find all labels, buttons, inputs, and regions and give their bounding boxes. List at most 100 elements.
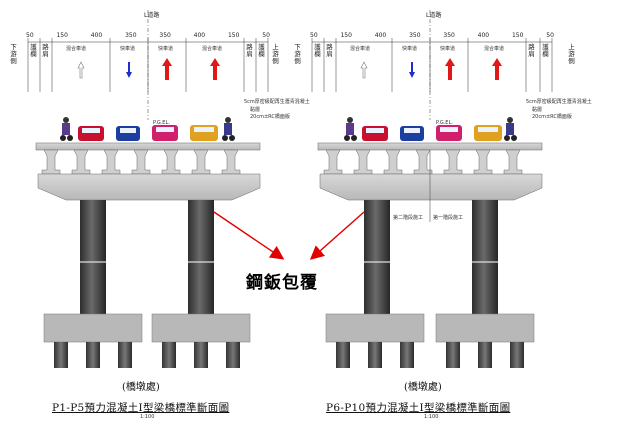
dimension-ticks xyxy=(311,38,553,92)
stage-2-label: 第二階段施工 xyxy=(393,215,424,221)
left-side-right: 上游側 xyxy=(272,43,279,65)
lane-label: 快車道 xyxy=(120,46,136,52)
pgel-label: P.G.EL. xyxy=(436,120,453,126)
pier-column-left xyxy=(80,200,106,314)
motorcyclist-right xyxy=(504,117,517,141)
dimension-ticks xyxy=(27,38,269,92)
dim: 400 xyxy=(193,32,206,39)
lane-label: 混合車道 xyxy=(202,46,223,52)
pier-column-left xyxy=(364,200,390,314)
pave-note-1: 5cm厚密級配再生瀝青混凝土 xyxy=(526,99,592,105)
left-dimensions: 50 150 400 350 350 400 150 50 xyxy=(26,32,270,39)
scale-label: 1:100 xyxy=(424,414,439,420)
pier-column-right xyxy=(188,200,214,314)
lane-label: 路肩 xyxy=(528,43,535,58)
dim: 350 xyxy=(409,32,421,39)
callout-steel-plate-jacket: 鋼鈑包覆 xyxy=(246,273,318,293)
lane-label: 護欄 xyxy=(542,43,549,58)
dim: 400 xyxy=(374,32,387,39)
piles xyxy=(336,342,524,368)
footing-right xyxy=(435,313,535,343)
lane-label: 快車道 xyxy=(440,46,456,52)
deck-slab xyxy=(35,142,261,151)
motorcyclist-left xyxy=(60,117,73,141)
pier-cap xyxy=(319,173,543,201)
pier-column-right xyxy=(472,200,498,314)
left-bridge xyxy=(27,10,269,368)
footing-left xyxy=(43,313,143,343)
dim: 50 xyxy=(262,32,270,39)
deck-slab xyxy=(317,142,543,151)
dim: 150 xyxy=(511,32,524,39)
vehicle-orange-car xyxy=(190,125,218,141)
lane-label: 護欄 xyxy=(30,43,37,58)
pier-label: (橋墩處) xyxy=(404,382,442,393)
pier-cap xyxy=(37,173,261,201)
girders xyxy=(41,149,241,175)
vehicle-red-car xyxy=(78,126,104,141)
vehicle-pink-car xyxy=(152,125,178,141)
lane-arrow-outline-1 xyxy=(360,61,368,79)
dim: 350 xyxy=(125,32,137,39)
right-side-left: 下游側 xyxy=(294,43,301,65)
left-side-left: 下游側 xyxy=(10,43,17,65)
dim: 350 xyxy=(443,32,455,39)
footing-right xyxy=(151,313,251,343)
lane-label: 混合車道 xyxy=(350,46,371,52)
footing-left xyxy=(325,313,425,343)
dim: 150 xyxy=(227,32,240,39)
motorcyclist-right xyxy=(222,117,235,141)
lane-arrow-red-2 xyxy=(492,58,502,80)
pave-note-1: 5cm厚密級配再生瀝青混凝土 xyxy=(244,99,310,105)
callout-arrow-left xyxy=(213,211,285,260)
lane-arrow-blue xyxy=(126,62,132,78)
girders xyxy=(323,149,523,175)
vehicle-pink-car xyxy=(436,125,462,141)
pave-note-3: 20cm±RC橋面版 xyxy=(250,114,290,120)
right-road-label: L道路 xyxy=(426,12,442,19)
lane-label: 混合車道 xyxy=(484,46,505,52)
right-bridge xyxy=(311,10,553,368)
lane-label: 快車道 xyxy=(402,46,418,52)
lane-arrow-red-2 xyxy=(210,58,220,80)
lane-label: 護欄 xyxy=(314,43,321,58)
vehicle-orange-car xyxy=(474,125,502,141)
pier-label: (橋墩處) xyxy=(122,382,160,393)
lane-label: 護欄 xyxy=(258,43,265,58)
dim: 50 xyxy=(26,32,34,39)
lane-arrow-red-1 xyxy=(162,58,172,80)
callout-arrow-right xyxy=(309,211,365,260)
lane-label: 路肩 xyxy=(246,43,253,58)
lane-label: 路肩 xyxy=(42,43,49,58)
right-side-right: 上游側 xyxy=(568,43,575,65)
dim: 50 xyxy=(310,32,318,39)
pgel-label: P.G.EL. xyxy=(153,120,170,126)
lane-arrow-blue xyxy=(409,62,415,78)
lane-label: 路肩 xyxy=(326,43,333,58)
dim: 50 xyxy=(546,32,554,39)
scale-label: 1:100 xyxy=(140,414,155,420)
lane-label: 混合車道 xyxy=(66,46,87,52)
lane-label: 快車道 xyxy=(158,46,174,52)
dim: 150 xyxy=(340,32,352,39)
dim: 350 xyxy=(159,32,171,39)
drawing-title: P1-P5預力混凝土I型梁橋標準斷面圖 xyxy=(52,402,230,414)
lane-arrow-outline-1 xyxy=(77,61,85,79)
vehicle-blue-car xyxy=(400,126,424,141)
stage-1-label: 第一階段施工 xyxy=(433,215,464,221)
lane-arrow-red-1 xyxy=(445,58,455,80)
right-dimensions: 50 150 400 350 350 400 150 50 xyxy=(310,32,554,39)
pave-note-2: 黏層 xyxy=(250,107,261,113)
dim: 400 xyxy=(477,32,490,39)
vehicle-blue-car xyxy=(116,126,140,141)
dim: 150 xyxy=(56,32,68,39)
motorcyclist-left xyxy=(344,117,357,141)
pave-note-2: 黏層 xyxy=(532,107,543,113)
pave-note-3: 20cm±RC橋面版 xyxy=(532,114,572,120)
left-road-label: L道路 xyxy=(144,12,160,19)
piles xyxy=(54,342,240,368)
vehicle-red-car xyxy=(362,126,388,141)
dim: 400 xyxy=(90,32,103,39)
drawing-title: P6-P10預力混凝土I型梁橋標準斷面圖 xyxy=(326,402,511,414)
